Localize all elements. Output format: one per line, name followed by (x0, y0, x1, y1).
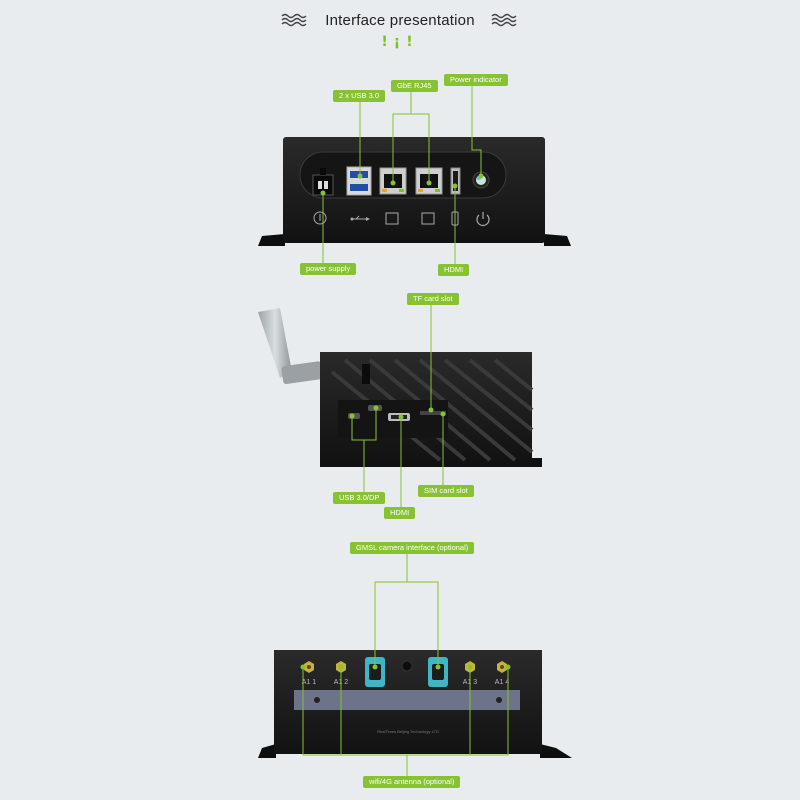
rear-callout-dots (300, 664, 511, 670)
mount-foot (544, 234, 571, 246)
power-pin (324, 181, 328, 189)
ethernet-icon (385, 212, 399, 225)
rj45-label: GbE RJ45 (391, 80, 438, 92)
sma-connector (304, 661, 314, 673)
hdmi-socket (453, 171, 458, 191)
rj45-led (399, 189, 404, 192)
usb-port (350, 184, 368, 191)
side-callout-dots (349, 405, 446, 420)
front-panel-device (258, 137, 571, 246)
wave-decoration-icon (491, 13, 517, 27)
rj45-led (418, 189, 423, 192)
rear-label-plate (294, 690, 520, 710)
hdmi-label-side: HDMI (384, 507, 416, 519)
wave-decoration-icon (281, 13, 307, 27)
gmsl-socket (369, 664, 381, 680)
front-callout-dots (320, 173, 484, 196)
header: Interface presentation (0, 8, 800, 32)
antenna-label: wifi/4G antenna (optional) (363, 776, 461, 788)
subtitle-marks: !¡! (381, 34, 419, 50)
center-hole (401, 660, 413, 672)
mount-foot (258, 234, 285, 246)
gmsl-camera-label: GMSL camera interface (optional) (350, 542, 475, 554)
power-pin (318, 181, 322, 189)
front-callout-lines (322, 86, 482, 264)
rj45-led (435, 189, 440, 192)
power-indicator-label: Power indicator (444, 74, 508, 86)
hdmi-label-front: HDMI (438, 264, 470, 276)
power-supply-icon (313, 211, 327, 225)
usb-label: 2 x USB 3.0 (333, 90, 386, 102)
power-supply-label: power supply (300, 263, 357, 275)
usb-dp-label: USB 3.0/DP (333, 492, 386, 504)
screw-hole (496, 697, 502, 703)
tf-card-slot-label: TF card slot (407, 293, 459, 305)
power-latch (320, 168, 326, 175)
antenna-base (281, 361, 323, 385)
rj45-led (382, 189, 387, 192)
mount-foot (258, 744, 276, 758)
side-panel-device (258, 308, 542, 467)
rear-callout-lines (302, 554, 509, 776)
antenna-mark-4: A1 4 (495, 679, 510, 686)
usb-icon (350, 215, 370, 221)
side-callout-lines (351, 305, 444, 508)
antenna (258, 308, 292, 378)
vendor-text: RealTimes Beijing Technology LTD (377, 729, 439, 734)
sim-card-slot-label: SIM card slot (418, 485, 474, 497)
sma-connector (497, 661, 507, 673)
page-title: Interface presentation (325, 11, 475, 29)
antenna-mark-1: A1 1 (302, 679, 317, 686)
screw-hole (314, 697, 320, 703)
vent-slot (362, 364, 370, 384)
power-button-icon (476, 214, 490, 226)
tf-sim-slot (420, 411, 446, 415)
ethernet-icon (421, 212, 435, 225)
mount-foot (540, 744, 572, 758)
gmsl-socket (432, 664, 444, 680)
mount-foot (320, 458, 542, 467)
